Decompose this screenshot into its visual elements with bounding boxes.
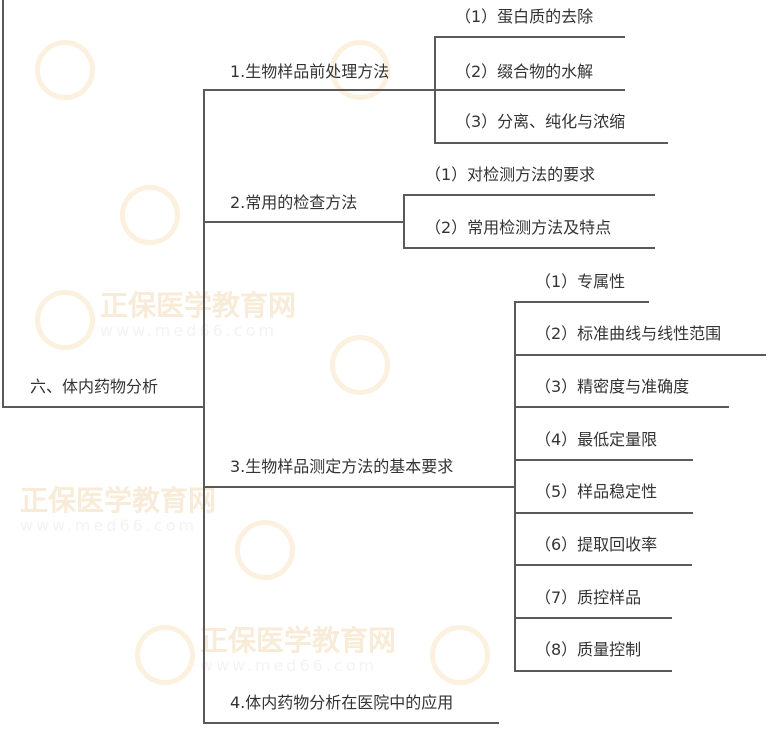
- root-node: 六、体内药物分析: [30, 377, 159, 396]
- sub-connector: [514, 301, 516, 672]
- leaf-node: （2）常用检测方法及特点: [425, 218, 612, 237]
- leaf-underline: [434, 89, 625, 91]
- leaf-node: （1）蛋白质的去除: [455, 7, 594, 26]
- leaf-node: （2）标准曲线与线性范围: [535, 324, 722, 343]
- leaf-underline: [514, 354, 766, 356]
- leaf-node: （2）缀合物的水解: [455, 62, 594, 81]
- leaf-node: （1）专属性: [535, 272, 626, 291]
- leaf-node: （3）精密度与准确度: [535, 377, 690, 396]
- leaf-node: （3）分离、纯化与浓缩: [455, 112, 626, 131]
- root-underline: [2, 406, 205, 408]
- leaf-underline: [514, 301, 649, 303]
- watermark-logo: [330, 335, 390, 395]
- watermark-logo: [330, 40, 390, 100]
- leaf-node: （6）提取回收率: [535, 535, 658, 554]
- leaf-node: （5）样品稳定性: [535, 482, 658, 501]
- branch-node-3: 3.生物样品测定方法的基本要求: [230, 457, 454, 476]
- leaf-underline: [514, 406, 729, 408]
- branch-underline: [203, 221, 404, 223]
- watermark-logo: [35, 40, 95, 100]
- sub-connector: [403, 194, 405, 249]
- leaf-underline: [403, 247, 655, 249]
- branch-underline: [203, 89, 436, 91]
- leaf-node: （4）最低定量限: [535, 430, 658, 449]
- watermark-logo: [235, 520, 295, 580]
- leaf-node: （8）质量控制: [535, 640, 642, 659]
- branch-node-2: 2.常用的检查方法: [230, 193, 358, 212]
- leaf-underline: [434, 142, 668, 144]
- root-connector: [2, 0, 4, 408]
- main-connector: [203, 89, 205, 724]
- leaf-underline: [514, 564, 692, 566]
- watermark-logo: [120, 185, 180, 245]
- leaf-underline: [434, 36, 625, 38]
- branch-node-4: 4.体内药物分析在医院中的应用: [230, 693, 454, 712]
- branch-underline: [203, 486, 515, 488]
- branch-underline: [203, 722, 499, 724]
- watermark-logo: [430, 625, 490, 685]
- leaf-underline: [514, 617, 672, 619]
- leaf-node: （1）对检测方法的要求: [425, 165, 596, 184]
- leaf-underline: [514, 670, 672, 672]
- leaf-underline: [514, 459, 693, 461]
- branch-node-1: 1.生物样品前处理方法: [230, 62, 390, 81]
- watermark-logo: [135, 625, 195, 685]
- leaf-node: （7）质控样品: [535, 588, 642, 607]
- leaf-underline: [403, 194, 655, 196]
- watermark-logo: [35, 290, 95, 350]
- leaf-underline: [514, 512, 693, 514]
